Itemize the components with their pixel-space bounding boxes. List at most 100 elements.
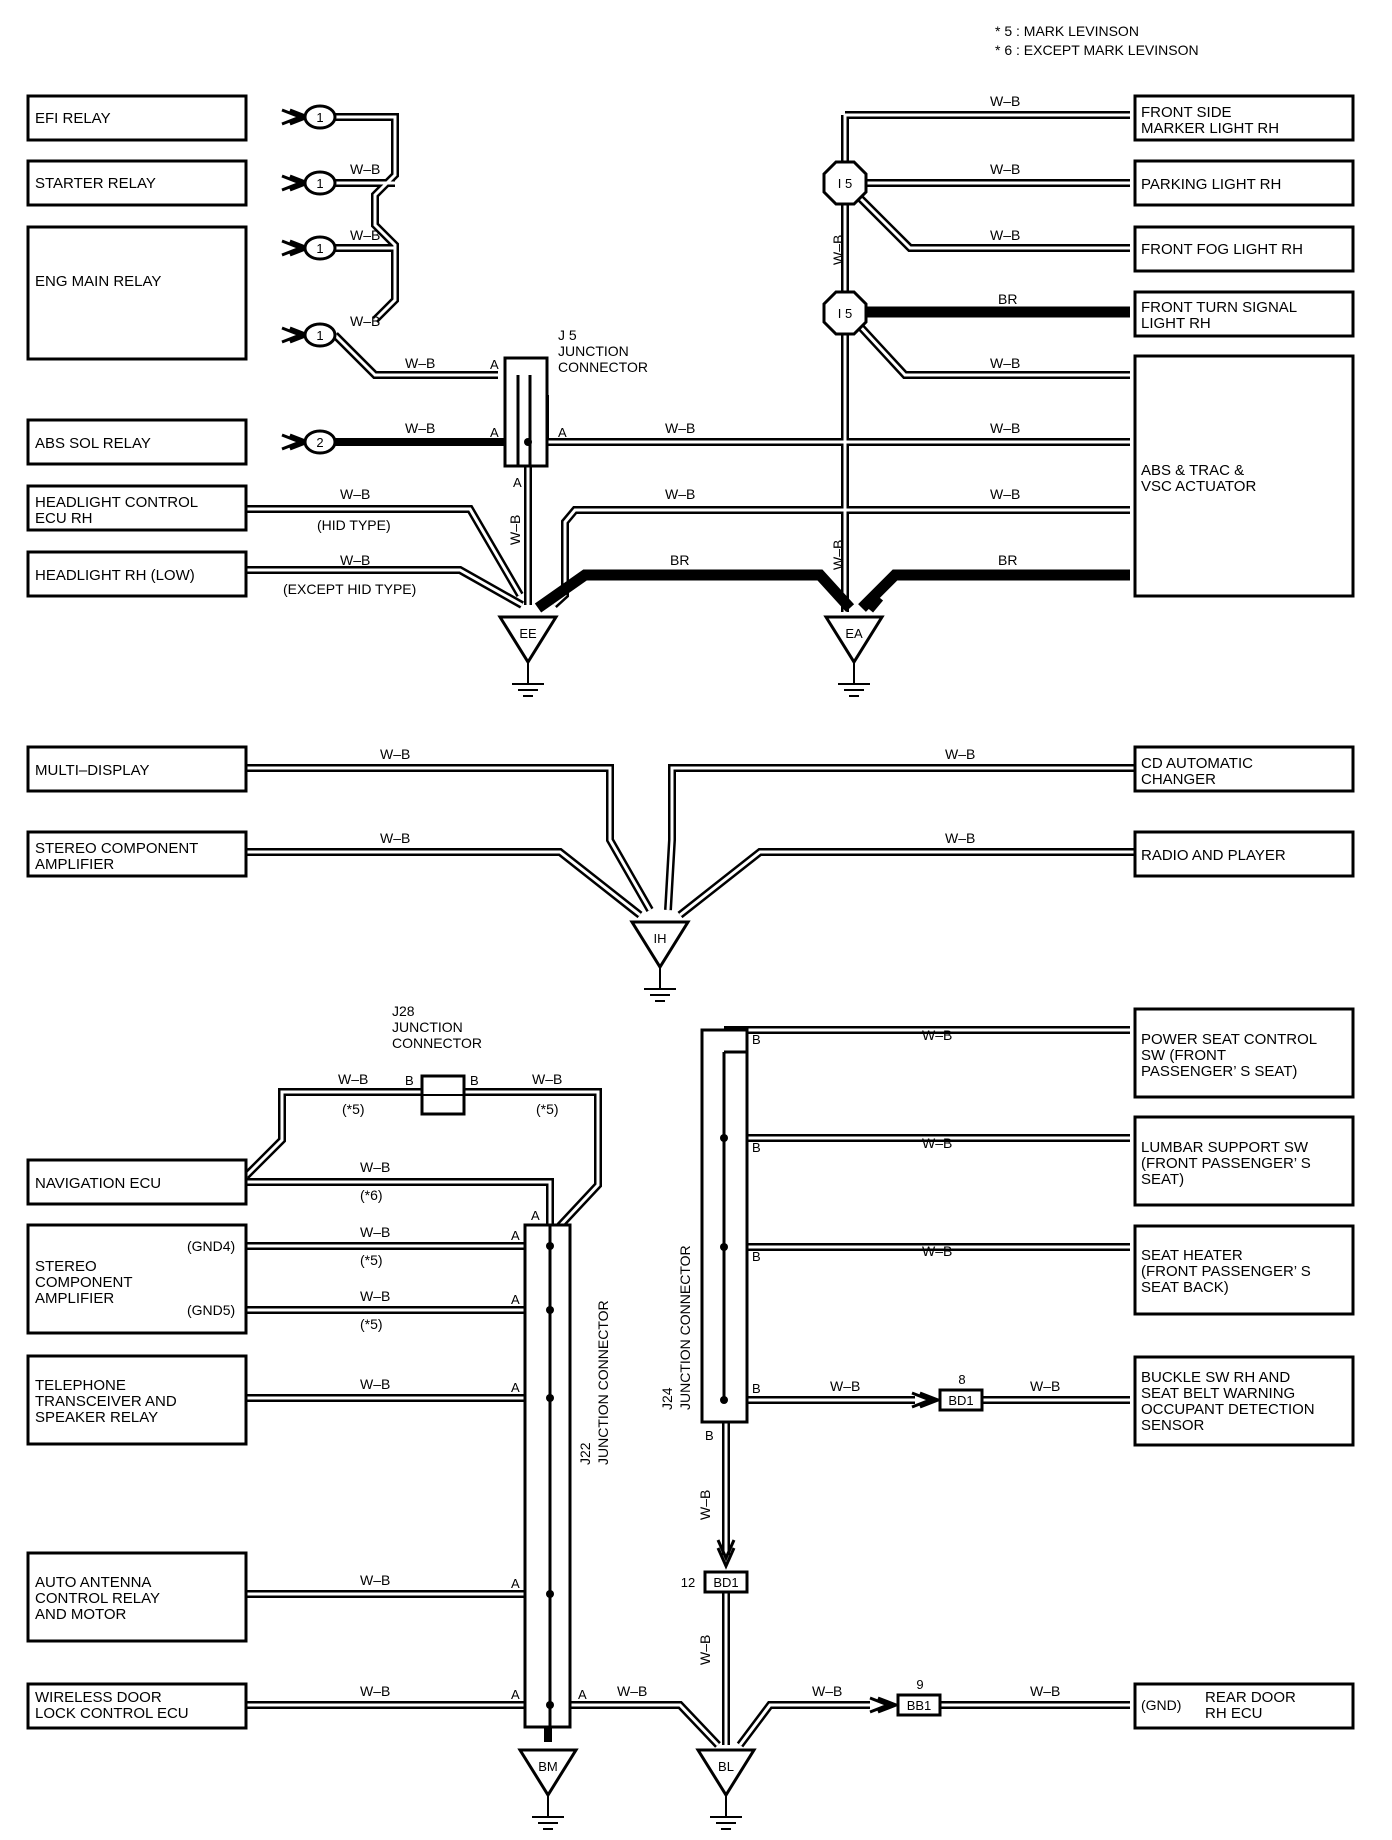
- telephone-label-3: SPEAKER RELAY: [35, 1409, 158, 1426]
- svg-text:EE: EE: [519, 626, 537, 641]
- svg-text:JUNCTION: JUNCTION: [392, 1019, 463, 1035]
- svg-text:BM: BM: [538, 1759, 558, 1774]
- svg-text:JUNCTION CONNECTOR: JUNCTION CONNECTOR: [677, 1245, 693, 1410]
- svg-text:1: 1: [316, 110, 323, 125]
- svg-text:W–B: W–B: [338, 1071, 368, 1087]
- bd1-connector-8: BD1 8: [911, 1372, 984, 1412]
- svg-text:A: A: [490, 425, 499, 440]
- svg-text:W–B: W–B: [922, 1135, 952, 1151]
- rear-door-label-1: REAR DOOR: [1205, 1689, 1296, 1706]
- svg-text:W–B: W–B: [922, 1027, 952, 1043]
- seat-heater-label-1: SEAT HEATER: [1141, 1247, 1243, 1264]
- ground-bm: BM: [517, 1748, 579, 1830]
- power-seat-box: [1133, 1007, 1355, 1099]
- svg-text:W–B: W–B: [360, 1683, 390, 1699]
- buckle-label-3: OCCUPANT DETECTION: [1141, 1401, 1315, 1418]
- section2-wire-labels: W–B W–B W–B W–B: [380, 746, 975, 846]
- buckle-label-1: BUCKLE SW RH AND: [1141, 1369, 1290, 1386]
- svg-text:A: A: [531, 1208, 540, 1223]
- svg-text:A: A: [513, 475, 522, 490]
- svg-text:BD1: BD1: [713, 1575, 738, 1590]
- multi-display-label: MULTI–DISPLAY: [35, 762, 149, 779]
- power-seat-label-2: SW (FRONT: [1141, 1047, 1226, 1064]
- navigation-ecu-label: NAVIGATION ECU: [35, 1175, 161, 1192]
- starter-relay-box: [26, 159, 248, 207]
- front-fog-label: FRONT FOG LIGHT RH: [1141, 241, 1303, 258]
- svg-text:W–B: W–B: [945, 746, 975, 762]
- svg-text:B: B: [705, 1428, 714, 1443]
- svg-text:W–B: W–B: [665, 486, 695, 502]
- buckle-label-2: SEAT BELT WARNING: [1141, 1385, 1295, 1402]
- headlight-low-box: [26, 550, 248, 598]
- lumbar-label-1: LUMBAR SUPPORT SW: [1141, 1139, 1309, 1156]
- ground-ih: IH: [629, 920, 691, 1002]
- stereo-amp-box: [26, 830, 248, 878]
- auto-antenna-label-3: AND MOTOR: [35, 1606, 127, 1623]
- section3-pin-labels: B B A A A A A A A B B B B B: [405, 1032, 761, 1702]
- svg-text:W–B: W–B: [350, 313, 380, 329]
- headlight-low-label: HEADLIGHT RH (LOW): [35, 567, 195, 584]
- note-mark-levinson: * 5 : MARK LEVINSON: [995, 23, 1139, 39]
- efi-relay-box: [26, 94, 248, 142]
- svg-text:(EXCEPT HID TYPE): (EXCEPT HID TYPE): [283, 581, 416, 597]
- svg-text:1: 1: [316, 176, 323, 191]
- power-seat-label-3: PASSENGER’ S SEAT): [1141, 1063, 1297, 1080]
- relay-connectors: 1 1 1 1 2: [281, 104, 337, 455]
- svg-text:W–B: W–B: [830, 540, 846, 570]
- svg-text:BR: BR: [998, 291, 1017, 307]
- front-side-marker-label-2: MARKER LIGHT RH: [1141, 120, 1279, 137]
- auto-antenna-box: [26, 1551, 248, 1643]
- front-side-marker-label-1: FRONT SIDE: [1141, 104, 1232, 121]
- eng-main-relay-label: ENG MAIN RELAY: [35, 273, 161, 290]
- stereo-component-amp-label-1: STEREO: [35, 1258, 97, 1275]
- power-seat-label-1: POWER SEAT CONTROL: [1141, 1031, 1317, 1048]
- ground-ea: EA: [823, 615, 885, 697]
- headlight-control-label-1: HEADLIGHT CONTROL: [35, 494, 198, 511]
- svg-text:9: 9: [916, 1677, 923, 1692]
- eng-main-relay-box: [26, 225, 248, 361]
- svg-text:W–B: W–B: [922, 1243, 952, 1259]
- svg-text:W–B: W–B: [665, 420, 695, 436]
- svg-text:W–B: W–B: [360, 1288, 390, 1304]
- svg-text:W–B: W–B: [340, 486, 370, 502]
- abs-actuator-label-2: VSC ACTUATOR: [1141, 478, 1256, 495]
- cd-changer-label-2: CHANGER: [1141, 771, 1216, 788]
- svg-text:JUNCTION CONNECTOR: JUNCTION CONNECTOR: [595, 1300, 611, 1465]
- svg-text:(GND4): (GND4): [187, 1238, 235, 1254]
- svg-text:IH: IH: [654, 931, 667, 946]
- svg-text:B: B: [405, 1073, 414, 1088]
- abs-sol-relay-box: [26, 418, 248, 466]
- svg-text:J24: J24: [659, 1387, 675, 1410]
- telephone-label-2: TRANSCEIVER AND: [35, 1393, 177, 1410]
- svg-text:B: B: [470, 1073, 479, 1088]
- front-fog-box: [1133, 225, 1355, 273]
- svg-text:W–B: W–B: [697, 1490, 713, 1520]
- stereo-component-amp-box: [26, 1223, 248, 1335]
- note-except-mark-levinson: * 6 : EXCEPT MARK LEVINSON: [995, 42, 1199, 58]
- buckle-box: [1133, 1355, 1355, 1447]
- auto-antenna-label-2: CONTROL RELAY: [35, 1590, 160, 1607]
- rear-door-box: [1133, 1682, 1355, 1730]
- svg-text:W–B: W–B: [990, 486, 1020, 502]
- svg-text:B: B: [752, 1381, 761, 1396]
- abs-actuator-label-1: ABS & TRAC &: [1141, 462, 1244, 479]
- svg-text:W–B: W–B: [360, 1159, 390, 1175]
- svg-text:(*5): (*5): [360, 1252, 383, 1268]
- section3-wire-labels: W–B W–B (*5) (*5) W–B (*6) W–B (*5) W–B …: [338, 1027, 1060, 1699]
- svg-text:W–B: W–B: [360, 1224, 390, 1240]
- auto-antenna-label-1: AUTO ANTENNA: [35, 1574, 151, 1591]
- starter-relay-label: STARTER RELAY: [35, 175, 156, 192]
- wireless-door-label-2: LOCK CONTROL ECU: [35, 1705, 189, 1722]
- seat-heater-label-3: SEAT BACK): [1141, 1279, 1229, 1296]
- j5-connector: [503, 356, 549, 468]
- abs-actuator-box: [1133, 354, 1355, 598]
- svg-text:W–B: W–B: [350, 227, 380, 243]
- parking-light-label: PARKING LIGHT RH: [1141, 176, 1281, 193]
- svg-text:2: 2: [316, 435, 323, 450]
- svg-text:BB1: BB1: [907, 1698, 932, 1713]
- svg-text:1: 1: [316, 328, 323, 343]
- svg-text:(GND5): (GND5): [187, 1302, 235, 1318]
- svg-text:J22: J22: [577, 1442, 593, 1465]
- svg-text:W–B: W–B: [990, 227, 1020, 243]
- seat-heater-box: [1133, 1224, 1355, 1316]
